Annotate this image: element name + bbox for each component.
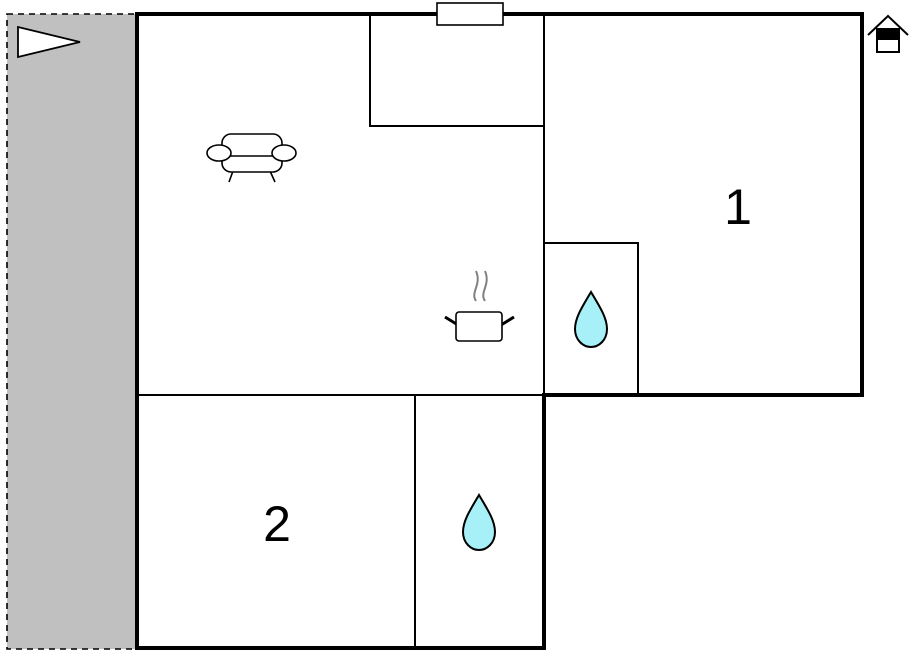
bedroom-2	[137, 395, 415, 648]
terrace-area	[6, 13, 138, 650]
water-drop-icon	[573, 290, 609, 349]
window-icon	[436, 2, 504, 26]
house-entrance-icon	[867, 14, 909, 53]
interior-walls	[137, 14, 639, 648]
cooking-pot-icon	[444, 270, 515, 342]
compass-arrow-icon	[17, 25, 81, 59]
water-drop-icon	[461, 493, 497, 552]
sofa-icon	[206, 133, 297, 183]
bathroom-1	[544, 242, 639, 395]
storage-niche	[369, 14, 544, 127]
bedroom-1-label: 1	[724, 179, 752, 235]
bedroom-2-label: 2	[263, 496, 291, 552]
